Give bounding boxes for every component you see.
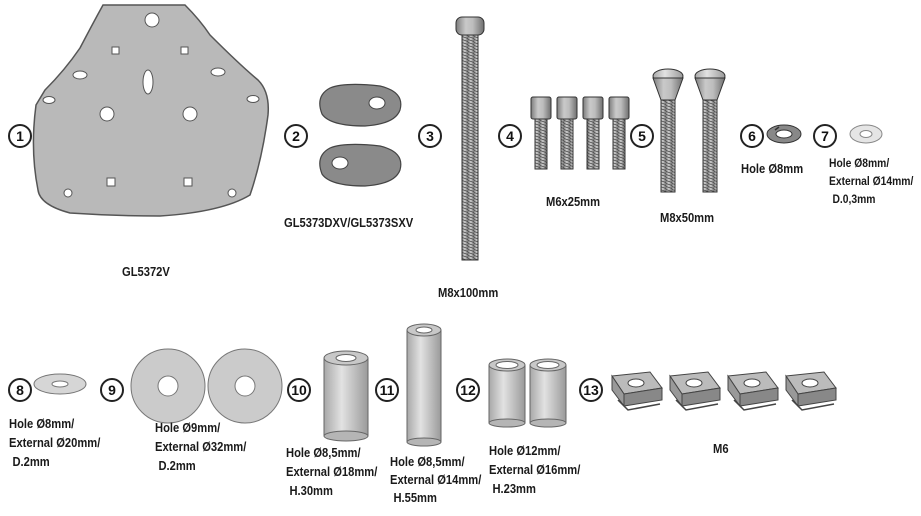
item-number-10: 10 [287,378,311,402]
item-number-12: 12 [456,378,480,402]
allen-screws-label: M6x25mm [546,194,601,209]
plate-drawing [32,4,270,217]
item-number-7: 7 [813,124,837,148]
spacer-55-drawing [406,323,442,447]
spacer-blocks-label: GL5373DXV/GL5373SXV [284,215,414,230]
spacer-23-drawing [488,358,567,428]
item-number-6: 6 [740,124,764,148]
long-screw-label: M8x100mm [438,285,499,300]
item-number-3: 3 [418,124,442,148]
spacer-23-label: Hole Ø12mm/ External Ø16mm/ H.23mm [489,443,581,496]
spring-washer-label: Hole Ø8mm [741,161,804,176]
allen-screws-drawing [530,96,630,170]
washer-32-label: Hole Ø9mm/ External Ø32mm/ D.2mm [155,420,247,473]
cage-nuts-drawing [611,371,837,411]
spacer-blocks-drawing [319,83,402,187]
item-number-8: 8 [8,378,32,402]
long-screw-drawing [455,16,485,261]
washer-20-drawing [33,373,87,395]
washer-32-drawing [130,348,283,424]
cage-nuts-label: M6 [713,441,729,456]
item-number-5: 5 [630,124,654,148]
spacer-30-drawing [323,350,369,442]
countersunk-screws-label: M8x50mm [660,210,715,225]
spacer-55-label: Hole Ø8,5mm/ External Ø14mm/ H.55mm [390,454,482,505]
countersunk-screws-drawing [652,68,726,193]
item-number-2: 2 [284,124,308,148]
item-number-11: 11 [375,378,399,402]
spacer-30-label: Hole Ø8,5mm/ External Ø18mm/ H.30mm [286,445,378,498]
item-number-4: 4 [498,124,522,148]
item-number-13: 13 [579,378,603,402]
washer-20-label: Hole Ø8mm/ External Ø20mm/ D.2mm [9,416,101,469]
small-washer-label: Hole Ø8mm/ External Ø14mm/ D.0,3mm [829,156,914,206]
item-number-1: 1 [8,124,32,148]
small-washer-drawing [849,124,883,144]
item-number-9: 9 [100,378,124,402]
plate-label: GL5372V [122,264,170,279]
spring-washer-drawing [766,124,802,144]
